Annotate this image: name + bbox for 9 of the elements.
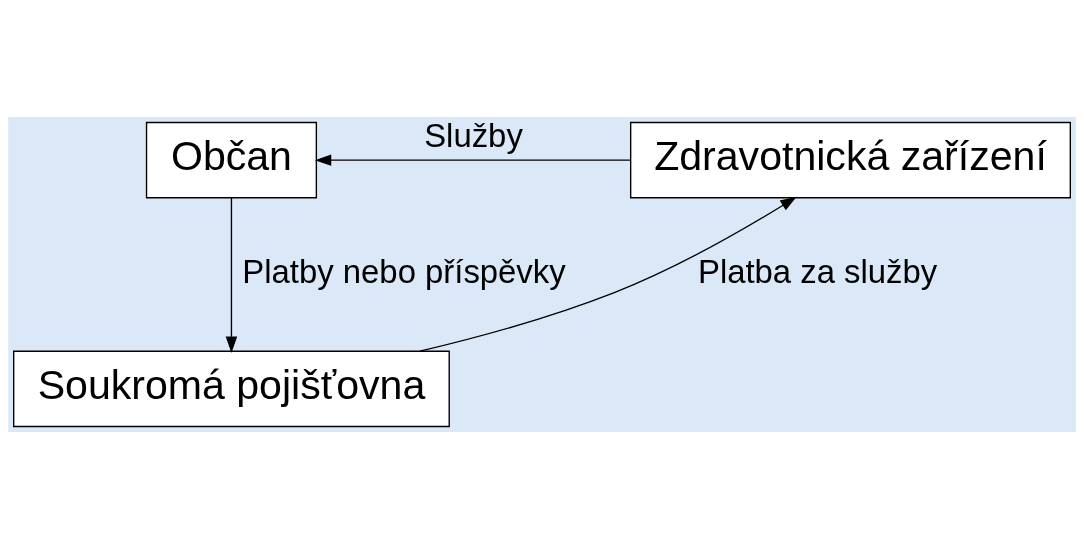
arrow — [314, 153, 631, 166]
arrow — [419, 196, 797, 352]
arrow — [225, 196, 238, 353]
node-box: Občan — [145, 121, 318, 198]
edge-label: Služby — [424, 116, 523, 154]
node-box: Soukromá pojišťovna — [13, 350, 450, 427]
edge-label: Platba za služby — [697, 252, 938, 290]
edge-label: Platby nebo příspěvky — [242, 252, 566, 290]
node-box: Zdravotnická zařízení — [630, 121, 1071, 198]
